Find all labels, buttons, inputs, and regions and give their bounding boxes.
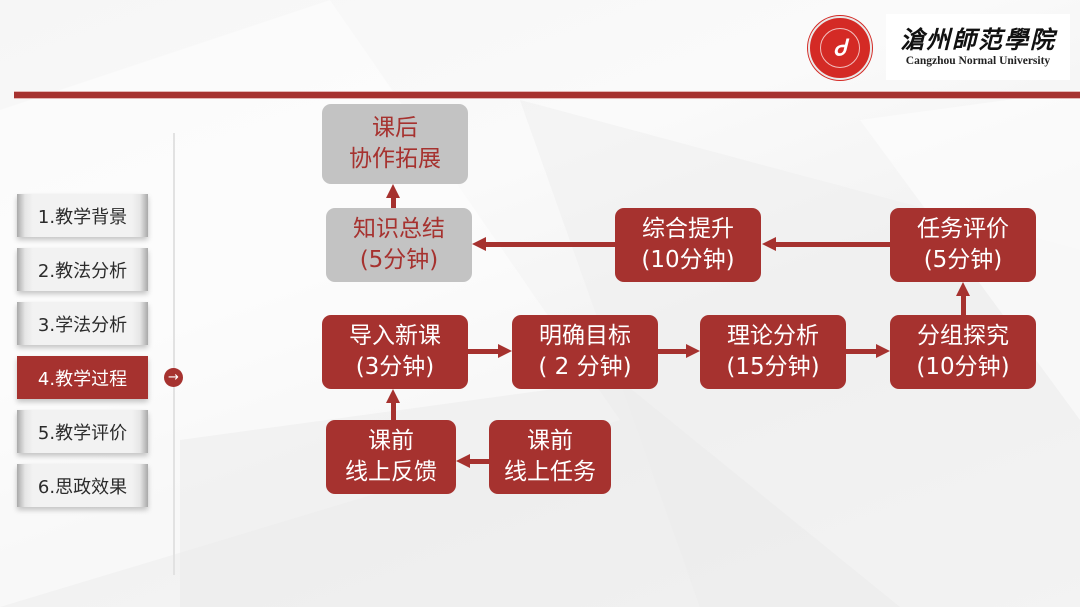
arrow-left-icon [762, 237, 776, 251]
sidebar-item-ideology-effect[interactable]: 6.思政效果 [17, 464, 148, 507]
node-duration: (15分钟) [726, 354, 820, 380]
node-title: 课前 [368, 428, 414, 454]
node-clarify-goals: 明确目标 ( 2 分钟) [512, 315, 658, 389]
university-name-en: Cangzhou Normal University [905, 55, 1051, 67]
node-title: 知识总结 [353, 216, 445, 242]
sidebar-item-teaching-background[interactable]: 1.教学背景 [17, 194, 148, 237]
node-knowledge-summary: 知识总结 (5分钟) [326, 208, 472, 282]
node-title: 综合提升 [642, 216, 734, 242]
node-subtitle: 协作拓展 [349, 146, 441, 172]
sidebar-item-label: 3.学法分析 [37, 314, 128, 336]
sidebar-divider [173, 133, 175, 575]
node-lesson-intro: 导入新课 (3分钟) [322, 315, 468, 389]
sidebar-item-label: 6.思政效果 [37, 476, 128, 498]
sidebar-item-learning-method[interactable]: 3.学法分析 [17, 302, 148, 345]
sidebar-item-teaching-process[interactable]: 4.教学过程 [17, 356, 148, 399]
node-after-class-extension: 课后 协作拓展 [322, 104, 468, 184]
university-logo: Ꮷ 滄州師范學院 Cangzhou Normal University [806, 14, 1070, 80]
arrow-right-circle-icon: → [164, 368, 183, 387]
node-duration: (5分钟) [923, 247, 1003, 273]
connector-line [658, 349, 688, 354]
node-duration: ( 2 分钟) [538, 354, 632, 380]
sidebar-item-teaching-evaluation[interactable]: 5.教学评价 [17, 410, 148, 453]
connector-line [391, 401, 396, 420]
node-title: 课前 [527, 428, 573, 454]
node-title: 分组探究 [917, 323, 1009, 349]
node-duration: (5分钟) [359, 247, 439, 273]
sidebar-item-label: 1.教学背景 [37, 206, 128, 228]
arrow-up-icon [386, 389, 400, 403]
connector-line [468, 459, 489, 464]
node-theory-analysis: 理论分析 (15分钟) [700, 315, 846, 389]
university-name-cn: 滄州師范學院 [900, 25, 1056, 54]
node-duration: (10分钟) [641, 247, 735, 273]
arrow-up-icon [956, 282, 970, 296]
node-duration: (10分钟) [916, 354, 1010, 380]
node-subtitle: 线上反馈 [345, 459, 437, 485]
node-title: 课后 [372, 115, 418, 141]
connector-line [484, 242, 615, 247]
arrow-left-icon [456, 454, 470, 468]
arrow-right-icon [686, 344, 700, 358]
connector-line [391, 196, 396, 208]
sidebar-item-label: 5.教学评价 [37, 422, 128, 444]
connector-line [961, 294, 966, 315]
connector-line [846, 349, 878, 354]
node-title: 理论分析 [727, 323, 819, 349]
seal-emblem: Ꮷ [820, 28, 860, 68]
sidebar-item-label: 2.教法分析 [37, 260, 128, 282]
node-group-inquiry: 分组探究 (10分钟) [890, 315, 1036, 389]
connector-line [774, 242, 890, 247]
arrow-left-icon [472, 237, 486, 251]
node-comprehensive-improvement: 综合提升 (10分钟) [615, 208, 761, 282]
node-title: 任务评价 [917, 216, 1009, 242]
logo-wordmark: 滄州師范學院 Cangzhou Normal University [886, 14, 1070, 80]
header-divider [14, 92, 1080, 98]
sidebar-item-teaching-method[interactable]: 2.教法分析 [17, 248, 148, 291]
arrow-up-icon [386, 184, 400, 198]
node-subtitle: 线上任务 [504, 459, 596, 485]
node-task-evaluation: 任务评价 (5分钟) [890, 208, 1036, 282]
university-seal-icon: Ꮷ [808, 16, 872, 80]
node-title: 导入新课 [349, 323, 441, 349]
connector-line [468, 349, 500, 354]
node-preclass-online-task: 课前 线上任务 [489, 420, 611, 494]
arrow-right-icon [876, 344, 890, 358]
node-title: 明确目标 [539, 323, 631, 349]
node-duration: (3分钟) [355, 354, 435, 380]
arrow-right-icon [498, 344, 512, 358]
node-preclass-online-feedback: 课前 线上反馈 [326, 420, 456, 494]
sidebar-item-label: 4.教学过程 [37, 368, 128, 390]
